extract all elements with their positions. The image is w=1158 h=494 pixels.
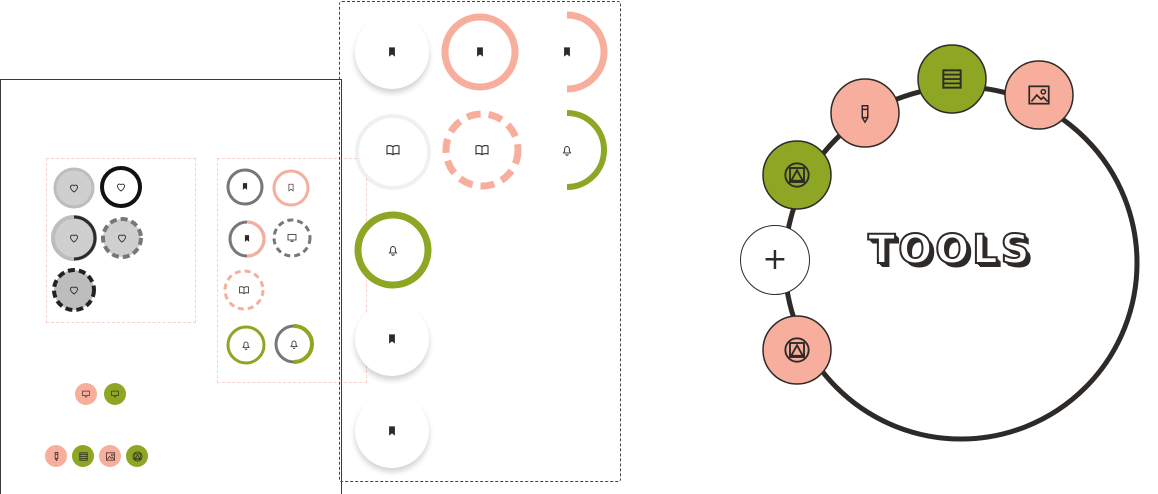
radial-frame-button-olive[interactable] bbox=[761, 139, 833, 211]
radial-pencil-button[interactable] bbox=[829, 77, 901, 149]
bell-button-half-olive[interactable] bbox=[527, 107, 613, 193]
tiny-list-button[interactable] bbox=[72, 445, 94, 467]
bookmark-icon bbox=[389, 334, 395, 344]
heart-toggle-3[interactable] bbox=[50, 214, 98, 262]
heart-toggle-group bbox=[46, 158, 196, 323]
canvas-frame bbox=[0, 79, 342, 494]
book-button-dashed-salmon[interactable] bbox=[440, 108, 524, 192]
bookmark-button-ring-salmon[interactable] bbox=[440, 12, 520, 92]
radial-list-button[interactable] bbox=[916, 43, 988, 115]
heart-toggle-5[interactable] bbox=[50, 266, 98, 314]
bookmark-toggle-salmon[interactable] bbox=[269, 166, 313, 210]
monitor-icon bbox=[82, 390, 90, 398]
bell-button-ring-olive[interactable] bbox=[353, 210, 433, 290]
bell-toggle-half[interactable] bbox=[270, 320, 318, 368]
book-toggle-dashed[interactable] bbox=[220, 266, 268, 314]
radial-menu-title: TOOLS bbox=[867, 226, 1033, 274]
radial-frame-button-salmon[interactable] bbox=[761, 314, 833, 386]
bookmark-button-shadow-2[interactable] bbox=[355, 394, 429, 468]
frame-icon bbox=[132, 451, 142, 461]
monitor-icon bbox=[111, 390, 119, 398]
image-icon bbox=[105, 451, 115, 461]
radial-image-button[interactable] bbox=[1003, 59, 1075, 131]
bell-toggle-olive[interactable] bbox=[223, 322, 269, 368]
pencil-icon bbox=[54, 451, 58, 461]
heart-toggle-1[interactable] bbox=[52, 166, 96, 210]
bookmark-button-half-salmon[interactable] bbox=[527, 10, 611, 94]
heart-toggle-4[interactable] bbox=[98, 214, 146, 262]
tiny-button-salmon[interactable] bbox=[75, 383, 97, 405]
list-icon bbox=[78, 451, 88, 461]
book-button-dashed-white[interactable] bbox=[351, 108, 435, 192]
button-variants-panel bbox=[339, 1, 621, 482]
heart-toggle-2[interactable] bbox=[98, 164, 144, 210]
bookmark-icon bbox=[389, 426, 395, 436]
bookmark-button-plain[interactable] bbox=[355, 15, 429, 89]
tiny-button-olive[interactable] bbox=[104, 383, 126, 405]
tiny-pencil-button[interactable] bbox=[45, 445, 67, 467]
bookmark-toggle-half[interactable] bbox=[224, 216, 270, 262]
plus-icon: + bbox=[762, 242, 788, 277]
monitor-toggle-dashed[interactable] bbox=[268, 214, 316, 262]
tiny-frame-button[interactable] bbox=[126, 445, 148, 467]
radial-add-button[interactable]: + bbox=[740, 225, 810, 295]
tiny-image-button[interactable] bbox=[99, 445, 121, 467]
bookmark-toggle-gray[interactable] bbox=[224, 166, 266, 208]
bookmark-button-shadow-1[interactable] bbox=[355, 302, 429, 376]
bookmark-icon bbox=[389, 47, 395, 57]
